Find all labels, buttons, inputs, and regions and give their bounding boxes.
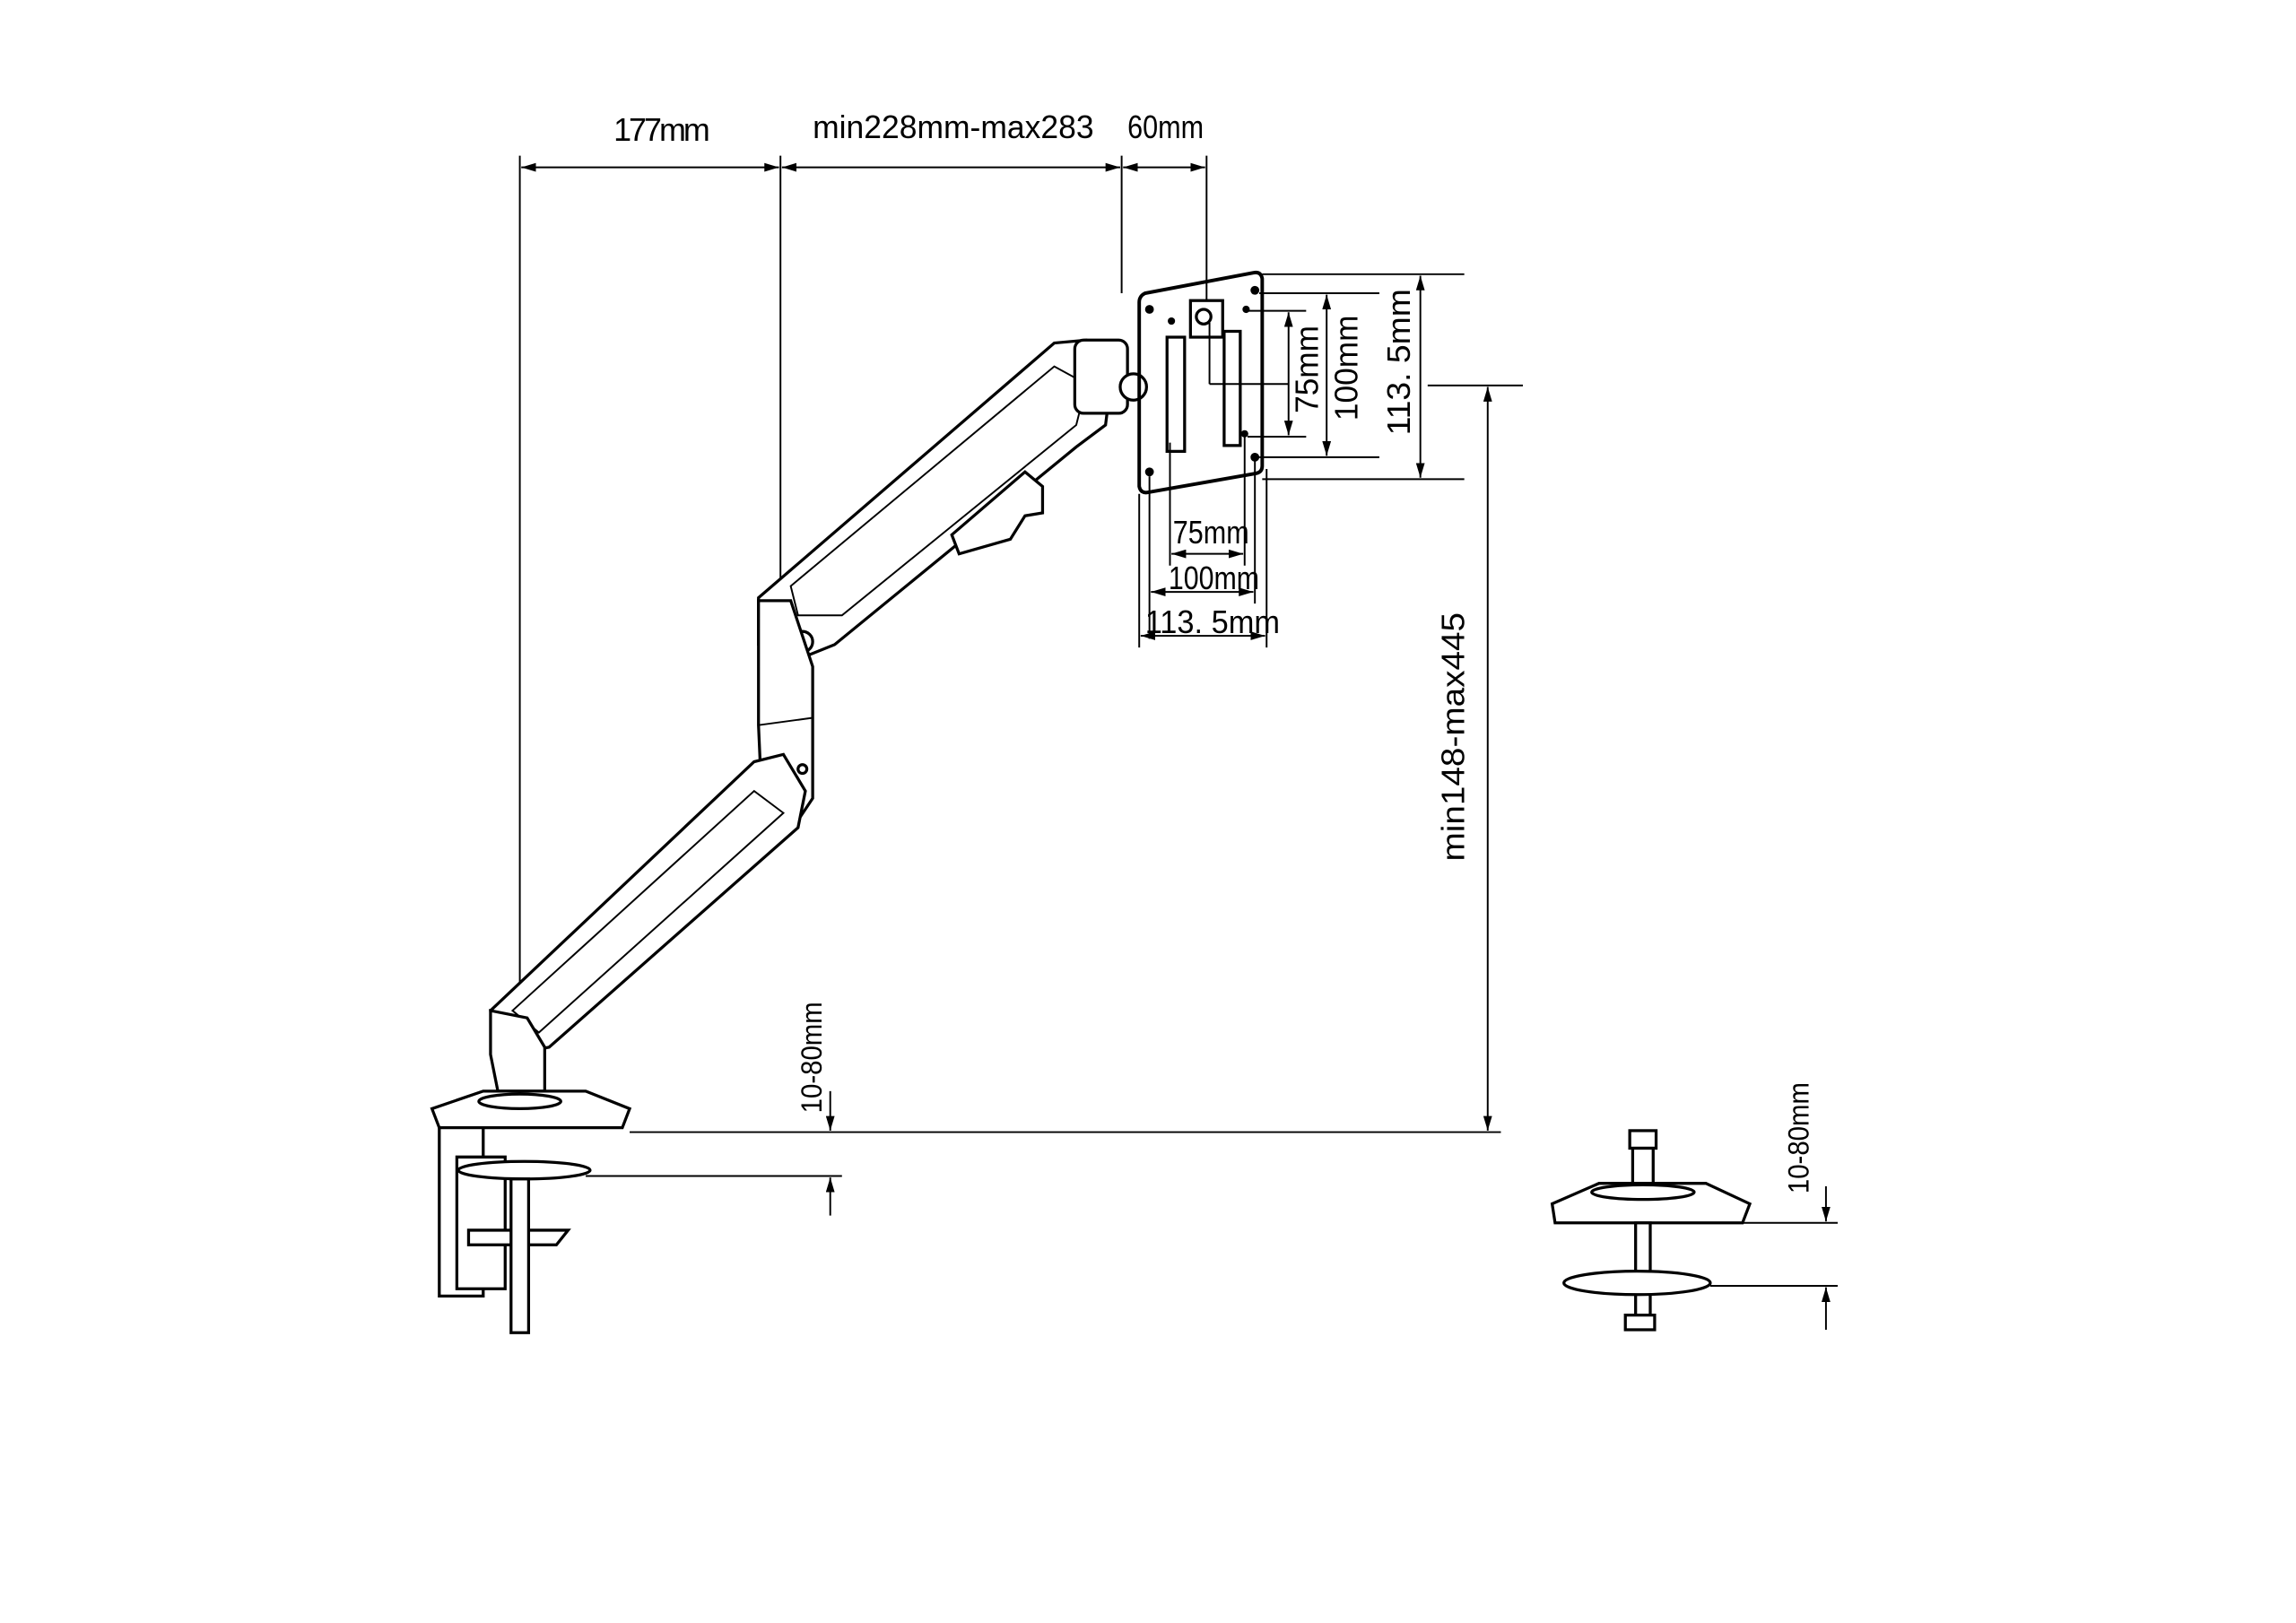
left-clamp-dimension: 10-80mm	[586, 1002, 842, 1216]
label-vesa-v-75: 75mm	[1288, 325, 1325, 413]
monitor-arm	[430, 338, 1148, 1334]
top-dimensions: 177mm min228mm-max283 60mm	[518, 108, 1208, 1114]
label-plate-height: 113. 5mm	[1380, 289, 1417, 435]
label-vesa-h-75: 75mm	[1173, 514, 1249, 551]
vesa-horizontal-dimensions: 75mm 100mm 113. 5mm	[1138, 437, 1280, 648]
label-vesa-v-100: 100mm	[1327, 316, 1364, 421]
clamp-detail: 10-80mm	[1550, 1082, 1838, 1332]
label-clamp-left: 10-80mm	[795, 1002, 828, 1113]
label-plate-width: 113. 5mm	[1145, 603, 1280, 640]
label-extension: min228mm-max283	[813, 108, 1093, 145]
label-177mm: 177mm	[613, 111, 710, 148]
height-dimension: min148-max445	[630, 384, 1523, 1133]
vesa-vertical-dimensions: 75mm 100mm 113. 5mm	[1248, 273, 1465, 481]
label-height-range: min148-max445	[1435, 612, 1472, 862]
vesa-plate	[1137, 270, 1289, 495]
label-vesa-h-100: 100mm	[1169, 560, 1259, 596]
label-60mm: 60mm	[1127, 108, 1204, 145]
label-clamp-right: 10-80mm	[1781, 1082, 1814, 1193]
